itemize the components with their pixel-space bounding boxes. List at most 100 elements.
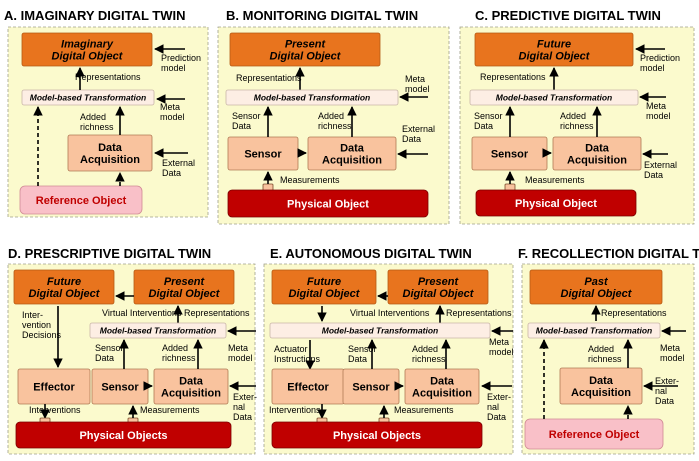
sensor-data-label-line: Data: [348, 354, 367, 364]
external-data-label-line: nal: [233, 402, 245, 412]
model-based-transformation-box: [21, 89, 155, 106]
reference-object-label: Reference Object: [549, 429, 640, 441]
physical-objects-label: Physical Objects: [333, 430, 421, 442]
model-based-transformation-box: [269, 322, 491, 339]
external-data-label-line: Data: [233, 412, 252, 422]
measurements-label: Measurements: [140, 405, 200, 415]
sensor-label: Sensor: [352, 382, 390, 394]
external-data-label-line: Exter-: [487, 392, 511, 402]
meta-model-label-line: model: [160, 112, 185, 122]
future-digital-object-label-line: Future: [537, 39, 571, 51]
future-digital-object-box: [271, 269, 377, 305]
added-richness-label-line: Added: [412, 344, 438, 354]
meta-model-label-line: model: [405, 84, 430, 94]
present-digital-object-label-line: Digital Object: [403, 288, 475, 300]
meta-model-label-line: model: [660, 353, 685, 363]
meta-model-label-line: Meta: [228, 343, 248, 353]
sensor-label: Sensor: [244, 149, 282, 161]
reference-object-box: [524, 418, 664, 450]
interventions-label: Interventions: [269, 405, 321, 415]
sensor-label-line: Sensor: [352, 382, 390, 394]
data-acquisition-box: [559, 367, 643, 405]
added-richness-label-line: Added: [560, 111, 586, 121]
effector-label: Effector: [33, 382, 75, 394]
physical-object-box: [227, 189, 429, 218]
reference-object-label: Reference Object: [36, 195, 127, 207]
effector-label-line: Effector: [33, 382, 75, 394]
data-acquisition-box: [153, 368, 229, 405]
effector-box: [17, 368, 91, 405]
data-acquisition-label-line: Acquisition: [161, 388, 221, 400]
prediction-model-label-line: Prediction: [161, 53, 201, 63]
panel-title: B. MONITORING DIGITAL TWIN: [226, 8, 418, 23]
representations-label: Representations: [75, 72, 141, 82]
meta-model-label-line: model: [646, 111, 671, 121]
past-digital-object-label-line: Digital Object: [561, 288, 633, 300]
measurements-label: Measurements: [280, 175, 340, 185]
future-digital-object-label-line: Future: [47, 276, 81, 288]
sensor-label-line: Sensor: [491, 149, 529, 161]
added-richness-label-line: richness: [560, 121, 594, 131]
external-data-label-line: External: [162, 158, 195, 168]
model-based-transformation-label: Model-based Transformation: [536, 326, 653, 336]
present-digital-object-label-line: Present: [418, 276, 460, 288]
model-based-transformation-label: Model-based Transformation: [254, 93, 371, 103]
data-acquisition-box: [67, 134, 153, 172]
meta-model-label-line: Meta: [160, 102, 180, 112]
sensor-label-line: Sensor: [101, 382, 139, 394]
data-acquisition-label-line: Acquisition: [412, 388, 472, 400]
sensor-data-label-line: Sensor: [474, 111, 503, 121]
intervention-decisions-label-line: vention: [22, 320, 51, 330]
past-digital-object-label-line: Past: [584, 276, 609, 288]
sensor-label: Sensor: [491, 149, 529, 161]
sensor-data-label-line: Sensor: [348, 344, 377, 354]
data-acquisition-label-line: Data: [430, 376, 455, 388]
added-richness-label-line: Added: [588, 344, 614, 354]
data-acquisition-label-line: Data: [98, 142, 123, 154]
external-data-label-line: Data: [162, 168, 181, 178]
data-acquisition-label-line: Data: [179, 376, 204, 388]
sensor-label: Sensor: [101, 382, 139, 394]
prediction-model-label-line: model: [640, 63, 665, 73]
model-based-transformation-label: Model-based Transformation: [322, 326, 439, 336]
physical-object-box: [475, 189, 637, 217]
effector-label: Effector: [287, 382, 329, 394]
imaginary-digital-object-label-line: Digital Object: [52, 51, 124, 63]
present-digital-object-label-line: Digital Object: [270, 51, 342, 63]
future-digital-object-label-line: Digital Object: [29, 288, 101, 300]
physical-object-label: Physical Object: [515, 198, 597, 210]
imaginary-digital-object-label-line: Imaginary: [61, 39, 114, 51]
meta-model-label-line: Meta: [646, 101, 666, 111]
sensor-data-label-line: Data: [95, 353, 114, 363]
data-acquisition-label-line: Acquisition: [322, 155, 382, 167]
representations-label: Representations: [480, 72, 546, 82]
data-acquisition-label-line: Data: [585, 143, 610, 155]
external-data-label-line: Exter-: [233, 392, 257, 402]
intervention-decisions-label-line: Inter-: [22, 310, 43, 320]
future-digital-object-box: [13, 269, 115, 305]
